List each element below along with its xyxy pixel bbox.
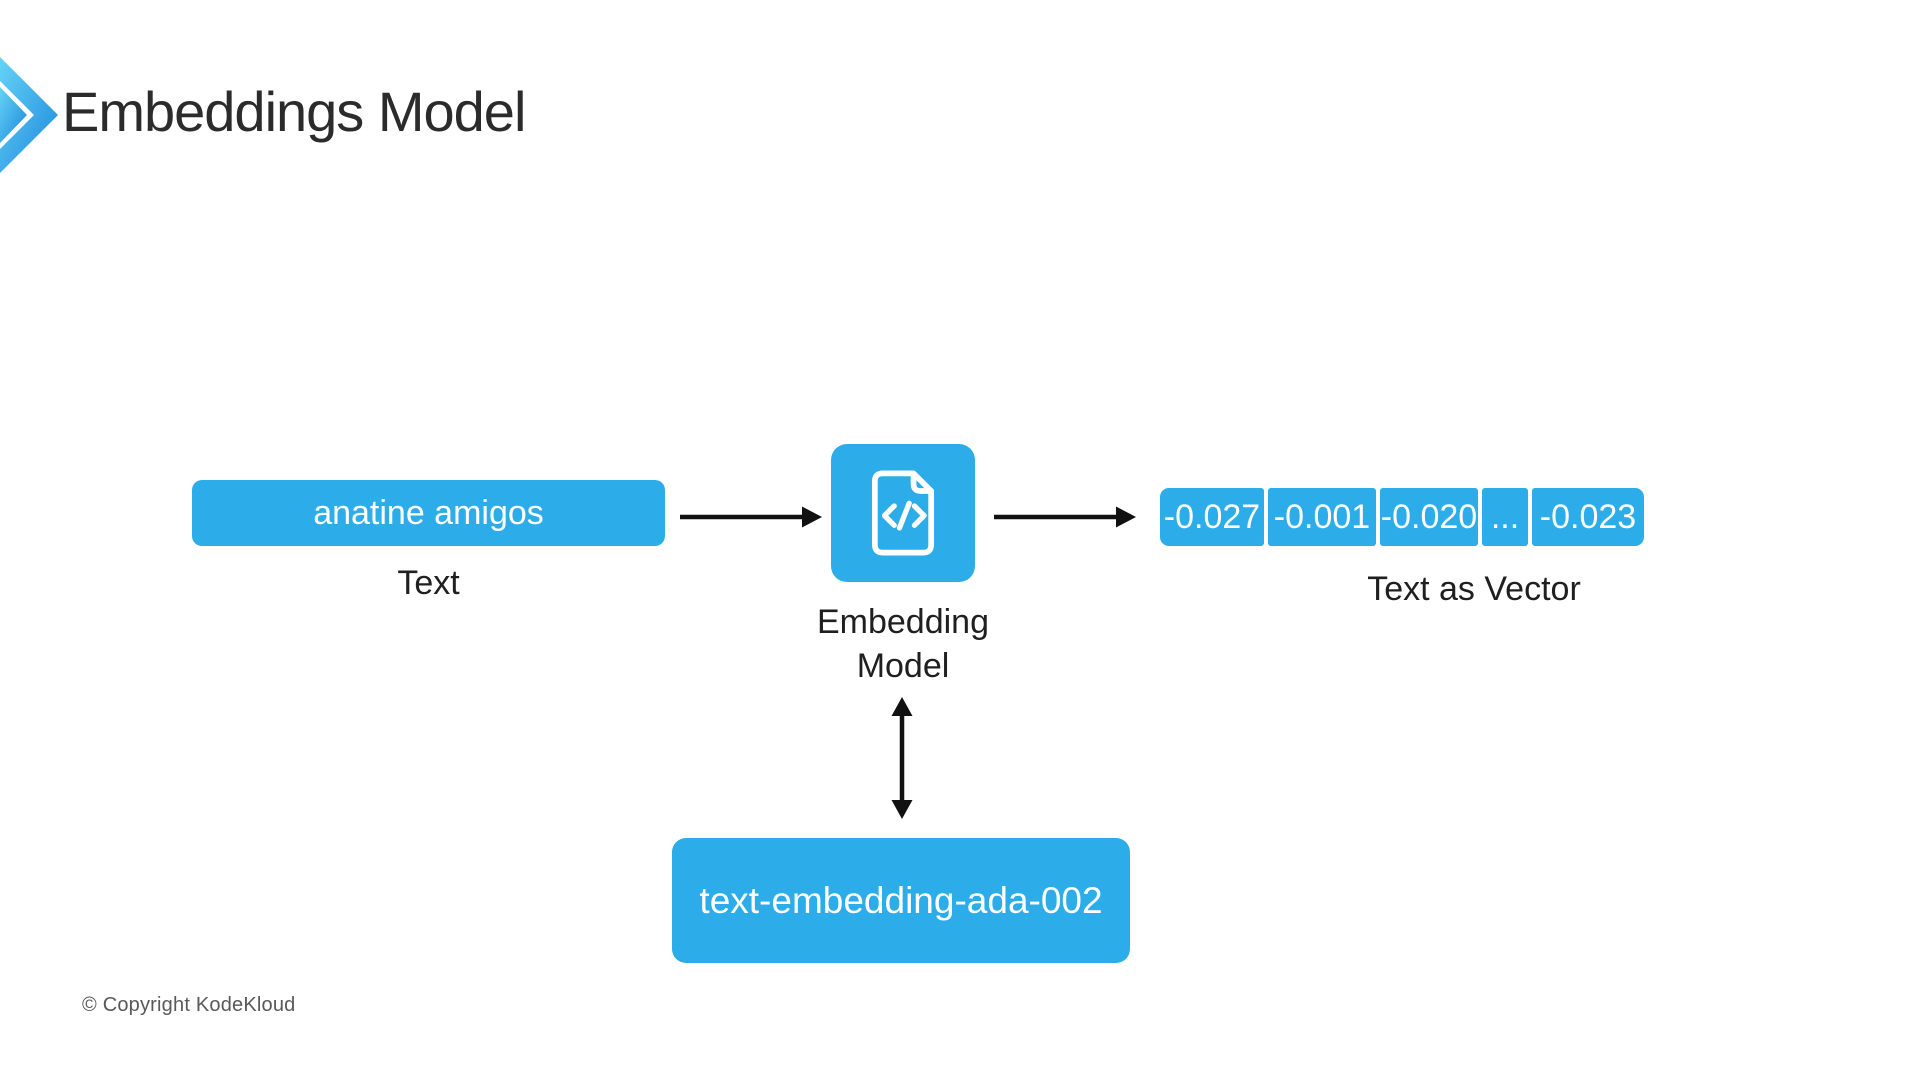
vector-cell: -0.001 [1268,488,1376,546]
page-title: Embeddings Model [62,80,526,143]
model-caption-line2: Model [856,647,950,685]
copyright-text: © Copyright KodeKloud [82,994,296,1016]
vector-caption: Text as Vector [1367,570,1581,608]
vector-cell: -0.027 [1160,488,1264,546]
vector-cell: ... [1482,488,1528,546]
vector-row: -0.027 -0.001 -0.020 ... -0.023 [1160,488,1644,546]
double-arrow-icon [891,697,913,819]
arrow-right-icon [680,506,822,528]
vector-cell: -0.020 [1380,488,1478,546]
code-file-icon [871,470,935,556]
input-text-box: anatine amigos [192,480,665,546]
embedding-model-box [831,444,975,582]
vector-cell: -0.023 [1532,488,1644,546]
input-caption: Text [397,564,460,602]
model-caption-line1: Embedding [816,603,989,641]
model-caption: Embedding Model [793,600,1013,688]
model-name-box: text-embedding-ada-002 [672,838,1130,963]
chevron-logo-icon [0,57,58,173]
arrow-right-icon [994,506,1136,528]
